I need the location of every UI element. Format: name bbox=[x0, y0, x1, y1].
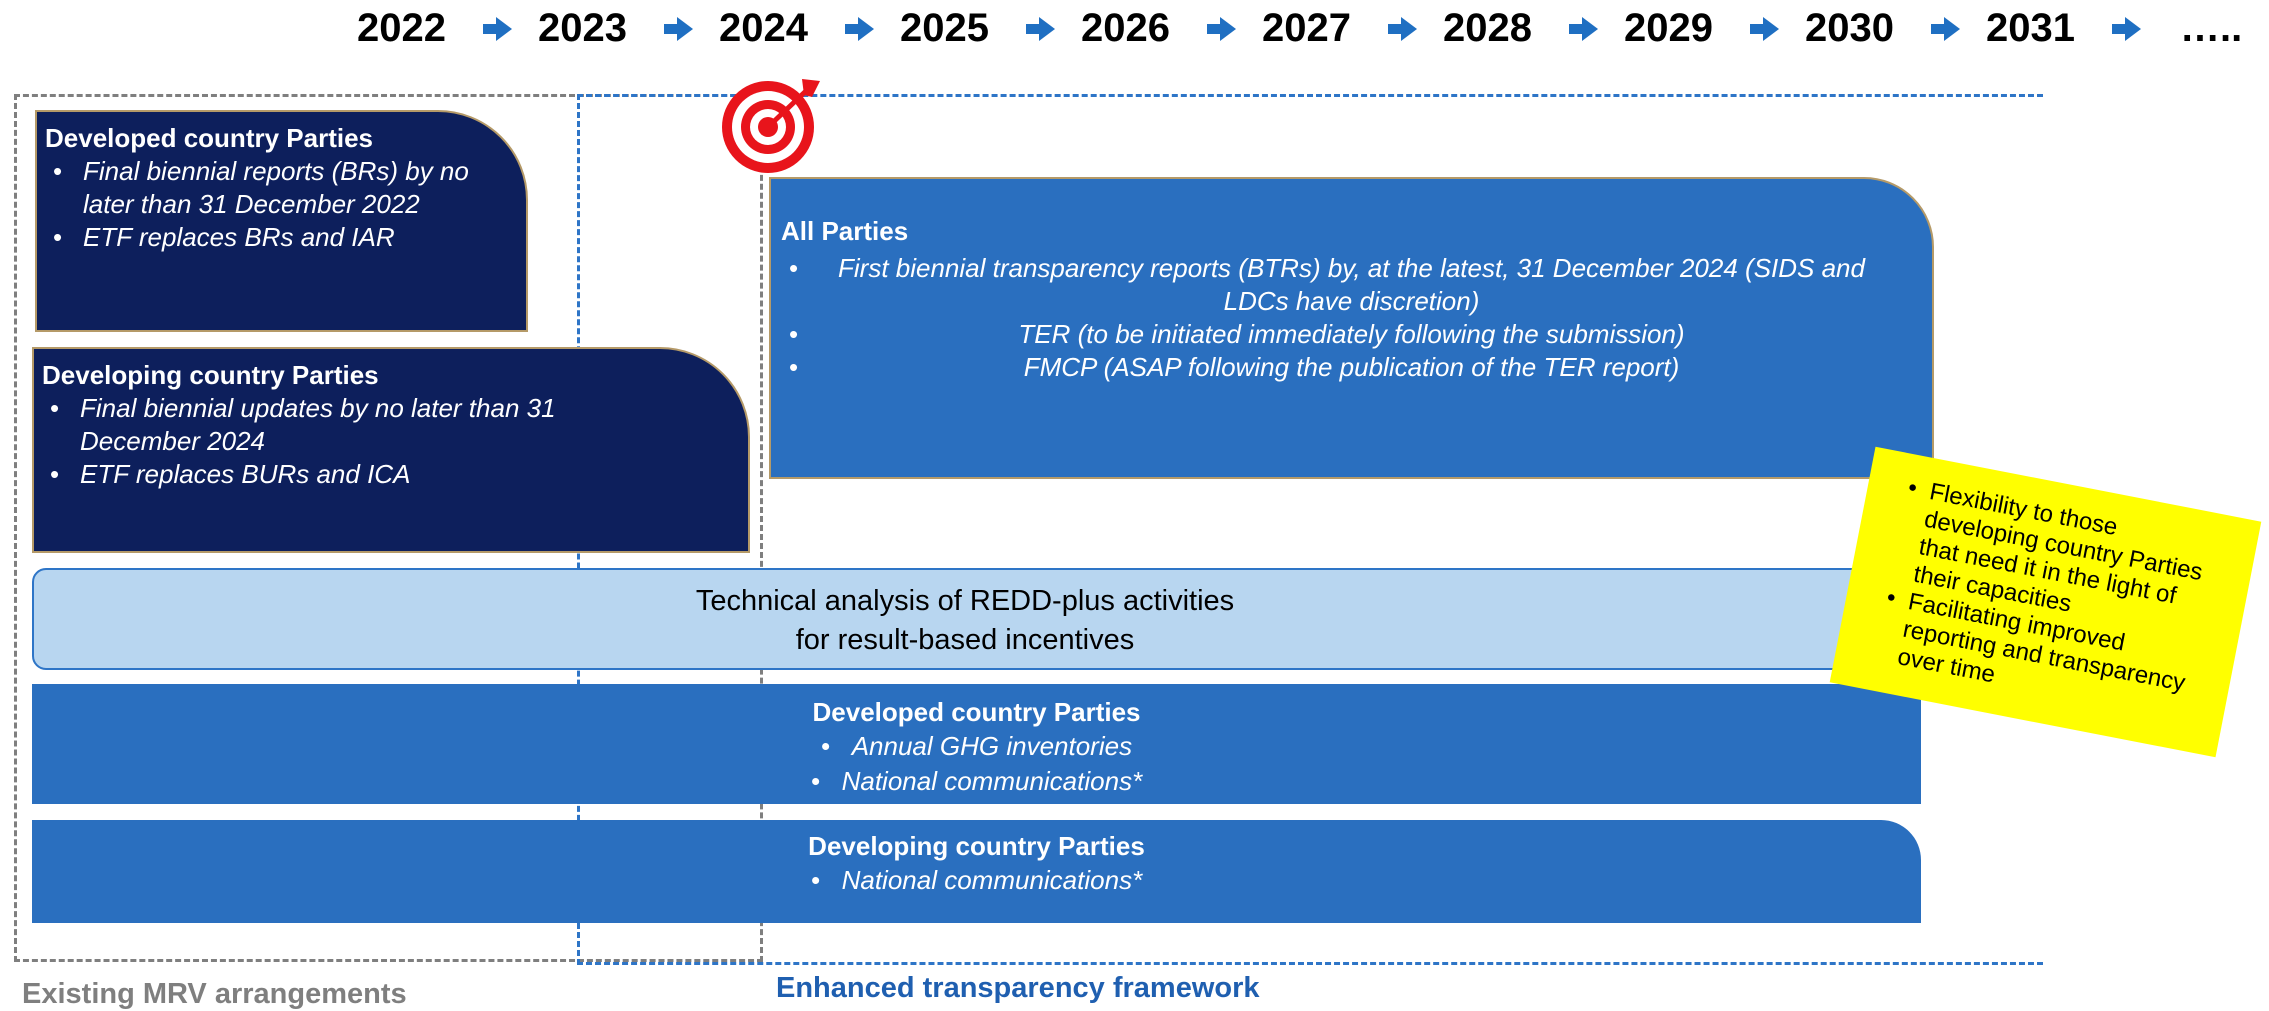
list-item-text: National communications* bbox=[841, 766, 1143, 796]
target-icon bbox=[722, 79, 820, 173]
all-parties-list: First biennial transparency reports (BTR… bbox=[781, 252, 1922, 384]
list-item-text: TER (to be initiated immediately followi… bbox=[1018, 319, 1685, 349]
timeline-ellipsis: ….. bbox=[2180, 6, 2243, 50]
developing-parties-ongoing-heading: Developing country Parties bbox=[808, 831, 1145, 861]
existing-mrv-caption: Existing MRV arrangements bbox=[22, 978, 407, 1010]
developing-parties-list: Final biennial updates by no later than … bbox=[42, 392, 642, 491]
list-item-text: FMCP (ASAP following the publication of … bbox=[1023, 352, 1680, 382]
redd-line-1: Technical analysis of REDD-plus activiti… bbox=[695, 585, 1235, 617]
enhanced-framework-frame bbox=[577, 94, 2043, 965]
year-2028: 2028 bbox=[1443, 6, 1532, 50]
list-item: • National communications* bbox=[810, 766, 1143, 796]
developed-parties-heading: Developed country Parties bbox=[45, 123, 373, 153]
list-item-text: National communications* bbox=[841, 865, 1143, 895]
year-2026: 2026 bbox=[1081, 6, 1170, 50]
enhanced-framework-caption: Enhanced transparency framework bbox=[776, 972, 1260, 1004]
existing-mrv-frame bbox=[14, 94, 763, 962]
year-2023: 2023 bbox=[538, 6, 627, 50]
list-item: First biennial transparency reports (BTR… bbox=[781, 252, 1922, 318]
redd-line-2: for result-based incentives bbox=[795, 624, 1135, 656]
list-item: Final biennial updates by no later than … bbox=[42, 392, 642, 458]
year-2027: 2027 bbox=[1262, 6, 1351, 50]
flexibility-list: Flexibility to those developing country … bbox=[1874, 474, 2240, 730]
year-2030: 2030 bbox=[1805, 6, 1894, 50]
year-2029: 2029 bbox=[1624, 6, 1713, 50]
list-item-text: First biennial transparency reports (BTR… bbox=[838, 253, 1865, 316]
developed-parties-ongoing-heading: Developed country Parties bbox=[812, 697, 1141, 727]
developed-parties-box: Developed country Parties Final biennial… bbox=[35, 110, 528, 332]
developing-parties-heading: Developing country Parties bbox=[42, 360, 379, 390]
list-item: Final biennial reports (BRs) by no later… bbox=[45, 155, 518, 221]
list-item: TER (to be initiated immediately followi… bbox=[781, 318, 1922, 351]
redd-plus-box: Technical analysis of REDD-plus activiti… bbox=[32, 568, 1898, 670]
developed-parties-ongoing-box: Developed country Parties • Annual GHG i… bbox=[32, 684, 1921, 804]
year-2031: 2031 bbox=[1986, 6, 2075, 50]
developing-parties-box: Developing country Parties Final biennia… bbox=[32, 347, 750, 553]
list-item: FMCP (ASAP following the publication of … bbox=[781, 351, 1922, 384]
developing-parties-ongoing-box: Developing country Parties • National co… bbox=[32, 820, 1921, 923]
year-2022: 2022 bbox=[357, 6, 446, 50]
list-item: ETF replaces BURs and ICA bbox=[42, 458, 642, 491]
developed-parties-list: Final biennial reports (BRs) by no later… bbox=[45, 155, 518, 254]
all-parties-heading: All Parties bbox=[781, 216, 909, 246]
list-item-text: Annual GHG inventories bbox=[851, 731, 1133, 761]
list-item: • National communications* bbox=[810, 865, 1143, 895]
year-2024: 2024 bbox=[719, 6, 808, 50]
list-item: • Annual GHG inventories bbox=[820, 731, 1133, 761]
year-2025: 2025 bbox=[900, 6, 989, 50]
list-item: ETF replaces BRs and IAR bbox=[45, 221, 518, 254]
all-parties-box: All Parties First biennial transparency … bbox=[769, 177, 1934, 479]
